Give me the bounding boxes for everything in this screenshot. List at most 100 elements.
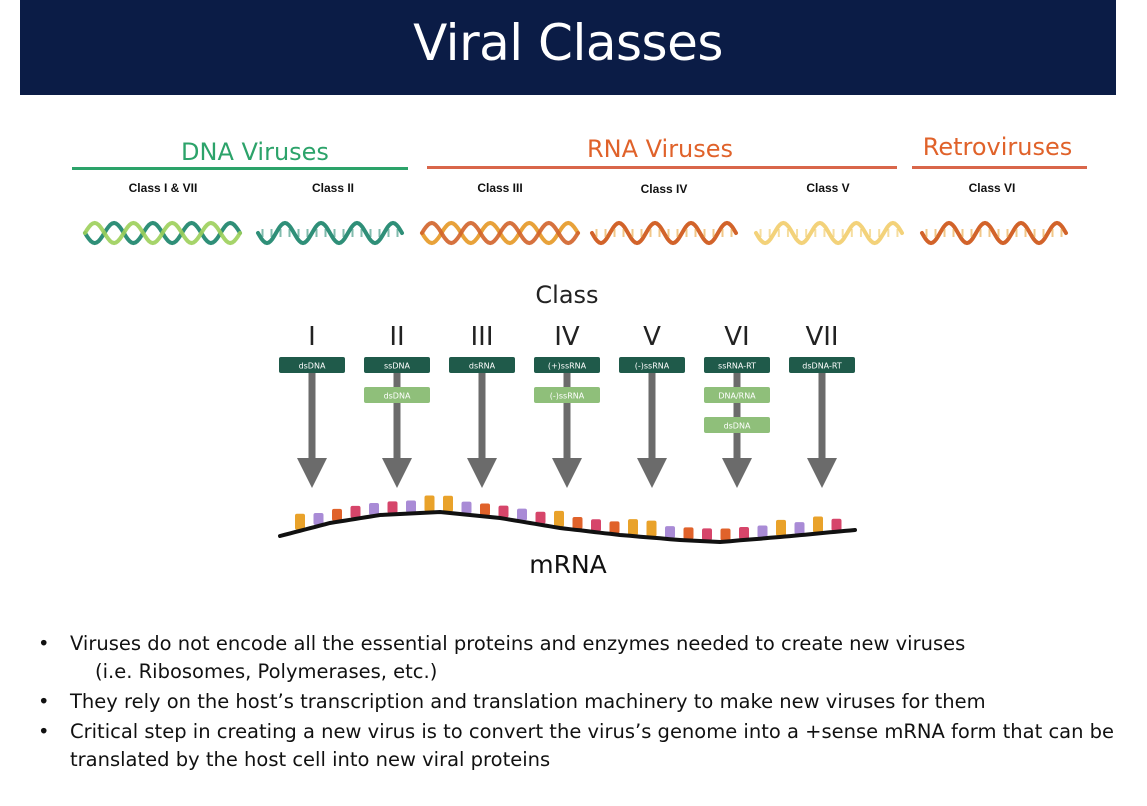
nucleotide — [757, 525, 768, 538]
viral-class-diagram: Class IdsDNAIIssDNAdsDNAIIIdsRNAIV(+)ssR… — [83, 220, 1068, 579]
group-line-dna — [72, 167, 408, 170]
genome-box-label: (-)ssRNA — [635, 362, 670, 371]
class-numeral: IV — [554, 322, 580, 352]
nucleotide — [554, 510, 564, 527]
bullet-dot: • — [38, 632, 50, 655]
helix-2 — [256, 220, 404, 246]
bullet-item: • They rely on the host’s transcription … — [38, 688, 1118, 716]
bullet-subtext: (i.e. Ribosomes, Polymerases, etc.) — [95, 660, 438, 683]
nucleotide — [702, 528, 712, 541]
class-column: II ssDNA dsDNA — [364, 322, 430, 488]
class-column: V (-)ssRNA — [619, 322, 685, 488]
nucleotide — [739, 527, 749, 539]
nucleotide — [591, 519, 601, 532]
nucleotide — [572, 517, 583, 530]
genome-box — [279, 357, 345, 373]
class-column: VII dsDNA-RT — [789, 322, 855, 488]
nucleotide — [831, 518, 842, 531]
title-banner: Viral Classes — [20, 0, 1116, 95]
class-columns: IdsDNAIIssDNAdsDNAIIIdsRNAIV(+)ssRNA(-)s… — [279, 322, 855, 488]
genome-box-label: dsDNA — [384, 392, 411, 401]
genome-box — [534, 357, 600, 373]
mrna-strand — [278, 495, 857, 545]
genome-box — [534, 387, 600, 403]
mrna-backbone — [278, 509, 857, 545]
group-line-rna — [427, 166, 897, 169]
genome-box-label: dsDNA-RT — [802, 362, 842, 371]
helix-6 — [920, 220, 1068, 246]
nucleotide — [720, 528, 731, 541]
diagram-class-title: Class — [535, 281, 598, 309]
helix-3 — [420, 220, 580, 246]
genome-box-label: dsRNA — [469, 362, 496, 371]
genome-box-label: dsDNA — [724, 422, 751, 431]
bullet-text: They rely on the host’s transcription an… — [70, 690, 986, 713]
nucleotide — [794, 522, 805, 535]
arrow-head — [297, 458, 327, 488]
arrow-head — [552, 458, 582, 488]
class-label-3: Class III — [477, 181, 523, 195]
genome-helices — [83, 220, 1068, 246]
class-numeral: VI — [724, 322, 749, 352]
helix-1 — [83, 220, 242, 246]
class-numeral: VII — [805, 322, 838, 352]
nucleotide — [406, 500, 416, 513]
class-label-6: Class VI — [968, 181, 1016, 195]
arrow-head — [722, 458, 752, 488]
nucleotide — [517, 508, 527, 521]
bullet-list: • Viruses do not encode all the essentia… — [38, 630, 1118, 776]
arrow-head — [382, 458, 412, 488]
group-label-dna: DNA Viruses — [181, 138, 329, 166]
nucleotide — [332, 508, 342, 521]
group-line-retro — [912, 166, 1087, 169]
bullet-dot: • — [38, 690, 50, 713]
class-label-2: Class II — [311, 181, 355, 195]
helix-5 — [754, 220, 904, 246]
genome-box-label: (+)ssRNA — [548, 362, 587, 371]
genome-box — [789, 357, 855, 373]
nucleotide — [609, 521, 620, 534]
genome-box-label: dsDNA — [299, 362, 326, 371]
nucleotide — [813, 516, 823, 533]
genome-box — [704, 387, 770, 403]
nucleotide — [683, 527, 694, 540]
nucleotide — [665, 526, 675, 539]
helix-4 — [590, 220, 738, 246]
bullet-text: Viruses do not encode all the essential … — [70, 632, 966, 655]
nucleotide — [350, 505, 361, 518]
genome-box — [704, 357, 770, 373]
class-label-5: Class V — [806, 181, 850, 195]
genome-box — [704, 417, 770, 433]
class-label-4: Class IV — [640, 182, 688, 196]
arrow-head — [637, 458, 667, 488]
genome-box-label: ssDNA — [384, 362, 410, 371]
class-numeral: II — [389, 322, 404, 352]
nucleotide — [295, 513, 305, 530]
group-label-retro: Retroviruses — [922, 133, 1073, 161]
nucleotide — [480, 503, 490, 516]
nucleotide — [313, 512, 324, 525]
bullet-text: Critical step in creating a new virus is… — [70, 720, 1115, 771]
nucleotide — [369, 502, 379, 515]
class-label-1-7: Class I & VII — [128, 181, 198, 195]
nucleotide — [646, 520, 657, 537]
nucleotide — [498, 505, 509, 518]
genome-box — [619, 357, 685, 373]
nucleotide — [628, 519, 638, 536]
mrna-label: mRNA — [529, 550, 607, 579]
genome-box — [449, 357, 515, 373]
nucleotide — [387, 501, 398, 514]
arrow-head — [467, 458, 497, 488]
class-numeral: V — [643, 322, 661, 352]
genome-box — [364, 387, 430, 403]
slide-title: Viral Classes — [413, 13, 723, 72]
nucleotide — [776, 519, 786, 536]
bullet-item: • Viruses do not encode all the essentia… — [38, 630, 1118, 686]
bullet-item: • Critical step in creating a new virus … — [38, 718, 1118, 774]
nucleotide — [461, 501, 472, 514]
bullet-dot: • — [38, 720, 50, 743]
nucleotide — [535, 511, 546, 524]
genome-box-label: (-)ssRNA — [550, 392, 585, 401]
